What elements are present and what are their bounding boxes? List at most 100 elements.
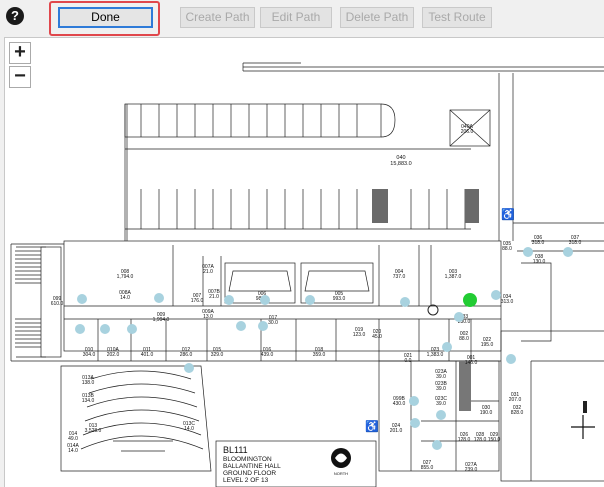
room-label: 007A: [202, 264, 214, 270]
test-route-button[interactable]: Test Route: [422, 7, 492, 28]
path-node[interactable]: [491, 290, 501, 300]
room-label: 022: [483, 337, 492, 343]
room-label: 023C: [435, 396, 447, 402]
selected-path-node[interactable]: [463, 293, 477, 307]
room-label: 013B: [82, 393, 94, 399]
room-area: 21.0: [203, 269, 213, 275]
delete-path-button[interactable]: Delete Path: [340, 7, 414, 28]
room-label: 015: [213, 347, 222, 353]
room-label: 008A: [119, 290, 131, 296]
room-label: 027: [423, 460, 432, 466]
room-area: 1,794.0: [117, 274, 134, 280]
floor-name: GROUND FLOOR: [223, 470, 276, 477]
path-node[interactable]: [75, 324, 85, 334]
room-area: 30.0: [268, 320, 278, 326]
path-node[interactable]: [154, 293, 164, 303]
north-arrow-icon: NORTH: [331, 448, 351, 476]
path-node[interactable]: [432, 440, 442, 450]
path-node[interactable]: [236, 321, 246, 331]
path-node[interactable]: [410, 418, 420, 428]
crosshair-cursor: [571, 415, 595, 439]
room-area: 21.0: [209, 294, 219, 300]
room-area: 318.0: [569, 240, 582, 246]
room-label: 023: [431, 347, 440, 353]
room-label: 008: [121, 269, 130, 275]
room-label: 040A: [461, 124, 473, 130]
room-area: 49.0: [68, 436, 78, 442]
room-label: 003: [449, 269, 458, 275]
room-label: 002: [460, 331, 469, 337]
room-label: 040: [396, 155, 405, 161]
room-area: 318.0: [532, 240, 545, 246]
room-area: 737.0: [393, 274, 406, 280]
room-label: 027A: [465, 462, 477, 468]
path-node[interactable]: [258, 321, 268, 331]
room-area: 439.0: [261, 352, 274, 358]
room-area: 401.0: [141, 352, 154, 358]
room-label: 009: [157, 312, 166, 318]
room-label: 014A: [67, 443, 79, 449]
building-name: BALLANTINE HALL: [223, 463, 281, 470]
room-label: 017: [269, 315, 278, 321]
room-label: 013C: [183, 421, 195, 427]
room-label: 023B: [435, 381, 447, 387]
path-node[interactable]: [409, 396, 419, 406]
room-area: 39.0: [436, 386, 446, 392]
floor-plan-drawing: ♿ ♿ 0081,794.0008A14.0007A21.0007B21.000…: [10, 62, 604, 487]
path-node[interactable]: [506, 354, 516, 364]
room-label: 011: [143, 347, 151, 353]
done-button[interactable]: Done: [58, 7, 153, 28]
room-area: 359.0: [313, 352, 326, 358]
room-area: 1,383.0: [427, 352, 444, 358]
room-area: 993.0: [333, 296, 346, 302]
create-path-button[interactable]: Create Path: [180, 7, 255, 28]
path-node[interactable]: [442, 342, 452, 352]
path-node[interactable]: [400, 297, 410, 307]
path-node[interactable]: [454, 312, 464, 322]
path-node[interactable]: [184, 363, 194, 373]
room-label: 016: [263, 347, 272, 353]
room-label: 007B: [208, 289, 220, 295]
room-label: 099B: [393, 396, 405, 402]
room-area: 134.0: [82, 398, 95, 404]
path-node[interactable]: [523, 247, 533, 257]
room-label: 010: [85, 347, 94, 353]
path-node[interactable]: [77, 294, 87, 304]
path-node[interactable]: [305, 295, 315, 305]
room-area: 610.0: [51, 301, 64, 307]
path-node[interactable]: [260, 295, 270, 305]
room-area: 146.0: [465, 360, 478, 366]
room-label: 036: [534, 235, 543, 241]
zoom-out-button[interactable]: −: [9, 66, 31, 88]
room-label: 009A: [202, 309, 214, 315]
path-node[interactable]: [100, 324, 110, 334]
room-label: 019: [355, 327, 364, 333]
room-label: 007: [193, 293, 202, 299]
room-label: 012: [182, 347, 191, 353]
room-label: 023A: [435, 369, 447, 375]
room-area: 14.0: [120, 295, 130, 301]
path-node[interactable]: [563, 247, 573, 257]
room-label: 010A: [107, 347, 119, 353]
room-area: 207.0: [509, 397, 522, 403]
room-area: 39.0: [436, 401, 446, 407]
room-area: 123.0: [353, 332, 366, 338]
room-label: 032: [513, 405, 522, 411]
help-icon[interactable]: ?: [6, 7, 24, 25]
edit-path-button[interactable]: Edit Path: [260, 7, 332, 28]
path-node[interactable]: [127, 324, 137, 334]
room-area: 39.0: [436, 374, 446, 380]
room-label: 099: [53, 296, 62, 302]
city-label: BLOOMINGTON: [223, 456, 272, 463]
room-area: 313.0: [501, 299, 514, 305]
path-node[interactable]: [224, 295, 234, 305]
room-label: 034: [503, 294, 512, 300]
room-area: 230.0: [458, 319, 471, 325]
zoom-in-button[interactable]: +: [9, 42, 31, 64]
room-area: 88.0: [502, 246, 512, 252]
room-label: 018: [315, 347, 324, 353]
room-area: 828.0: [511, 410, 524, 416]
room-label: 030: [482, 405, 491, 411]
path-node[interactable]: [436, 410, 446, 420]
